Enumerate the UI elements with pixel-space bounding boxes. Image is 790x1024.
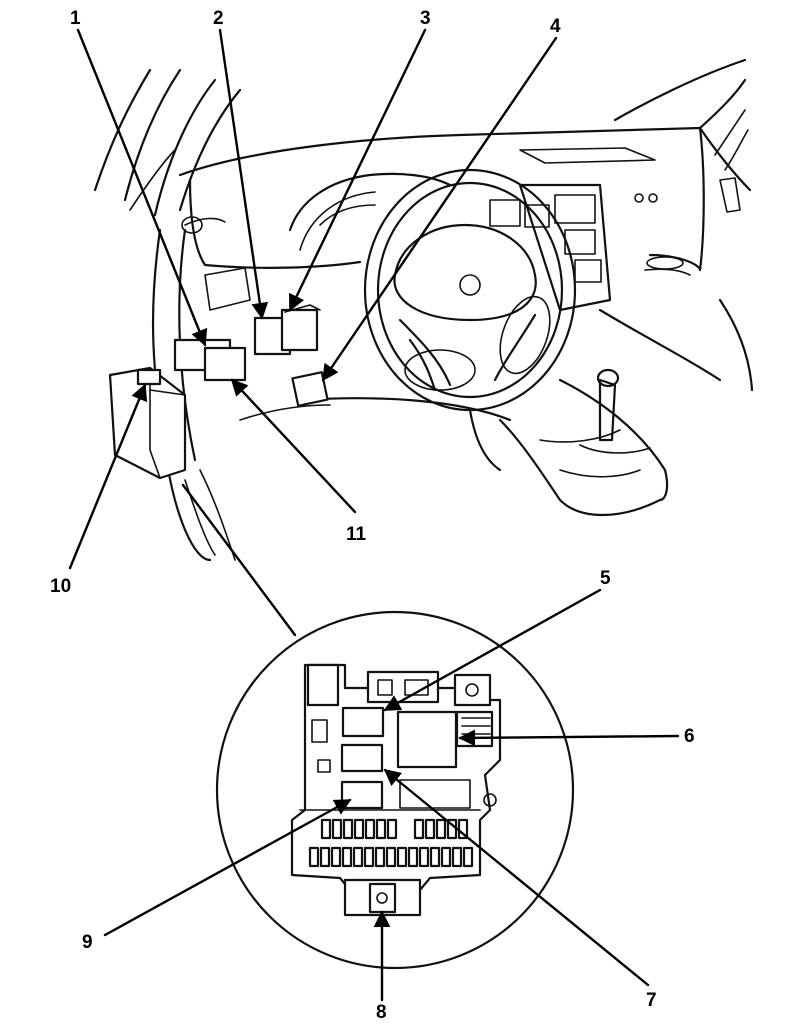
callout-7: 7 bbox=[646, 990, 657, 1011]
dashboard-illustration bbox=[93, 58, 754, 562]
callout-2: 2 bbox=[213, 8, 224, 29]
callout-4: 4 bbox=[550, 16, 561, 37]
callout-1: 1 bbox=[70, 8, 81, 29]
callout-5: 5 bbox=[600, 568, 611, 589]
callout-3: 3 bbox=[420, 8, 431, 29]
fuse-row-lower bbox=[308, 846, 474, 868]
fuse-box-detail-circle bbox=[181, 483, 575, 970]
callout-9: 9 bbox=[82, 932, 93, 953]
leader-lines bbox=[68, 28, 680, 1002]
under-dash-fuse-box bbox=[108, 366, 187, 480]
callout-6: 6 bbox=[684, 726, 695, 747]
callout-labels: 1 2 3 4 5 6 7 8 9 10 11 bbox=[50, 8, 695, 1023]
fuse-row-upper bbox=[320, 818, 469, 840]
callout-8: 8 bbox=[376, 1002, 387, 1023]
callout-10: 10 bbox=[50, 576, 71, 597]
callout-11: 11 bbox=[346, 524, 367, 545]
